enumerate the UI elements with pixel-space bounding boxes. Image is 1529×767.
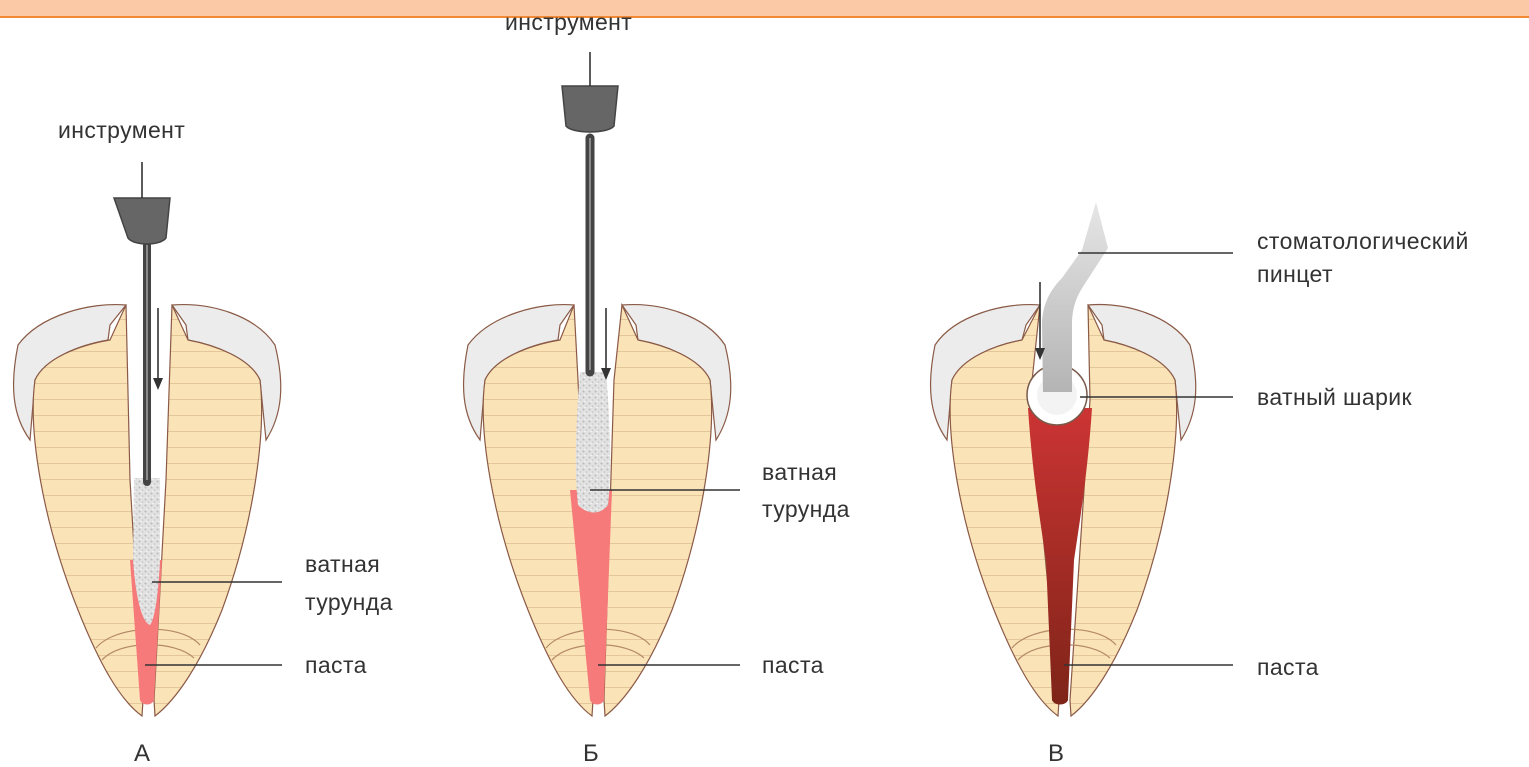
panel-c-tweezers-label-line2: пинцет — [1257, 257, 1333, 291]
panel-a-dentin-left — [33, 305, 143, 716]
panel-c-cotton-ball-label: ватный шарик — [1257, 380, 1412, 414]
panel-c-dentin-right — [1070, 305, 1177, 716]
panel-a-tooth — [14, 162, 282, 716]
panel-b-instrument-handle — [562, 86, 618, 132]
panel-b-instrument-label: инструмент — [505, 5, 632, 39]
panel-c-tweezers-label-line1: стоматологический — [1257, 224, 1469, 258]
panel-a-instrument-label: инструмент — [58, 113, 185, 147]
panel-c-tooth — [931, 202, 1233, 716]
panel-c-paste-label: паста — [1257, 650, 1319, 684]
panel-b-tooth — [464, 52, 740, 716]
panel-b-dentin-right — [604, 305, 712, 716]
panel-b-letter: Б — [583, 742, 599, 766]
panel-a-turunda-label-line1: ватная — [305, 547, 380, 581]
panel-b-turunda — [576, 372, 610, 513]
panel-a-letter: А — [134, 742, 150, 766]
panel-c-letter: В — [1048, 742, 1064, 766]
panel-a-paste-label: паста — [305, 648, 367, 682]
panel-a-instrument-handle — [114, 198, 170, 244]
panel-b-turunda-label-line2: турунда — [762, 492, 850, 526]
panel-a-dentin-right — [154, 305, 262, 716]
panel-b-turunda-label-line1: ватная — [762, 455, 837, 489]
panel-a-turunda-label-line2: турунда — [305, 585, 393, 619]
panel-b-paste-label: паста — [762, 648, 824, 682]
